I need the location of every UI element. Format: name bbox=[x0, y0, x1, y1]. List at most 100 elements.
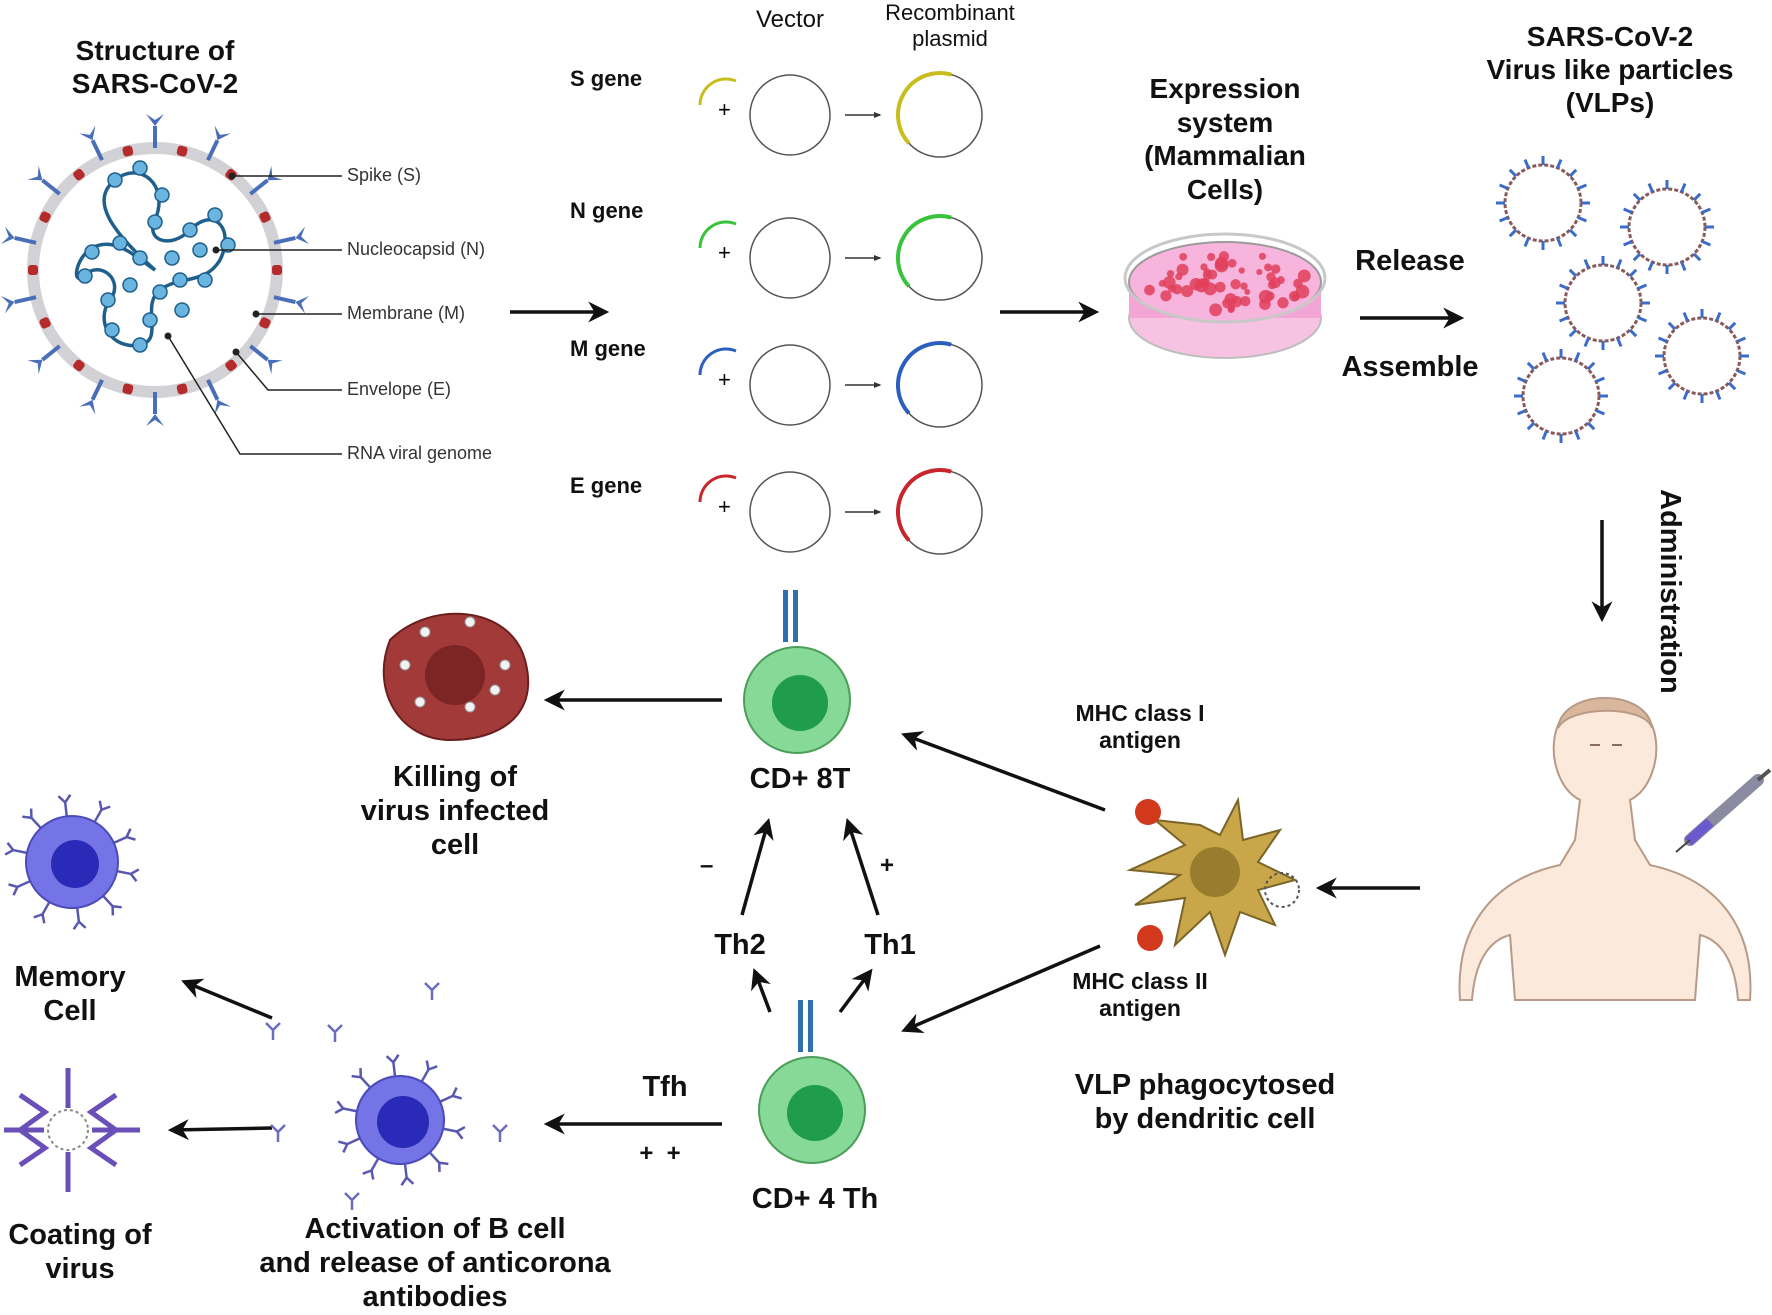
vlp-spike bbox=[1508, 168, 1518, 178]
vector-plasmid bbox=[749, 344, 831, 426]
vlp-spike bbox=[1736, 336, 1746, 343]
vlp-spike bbox=[1623, 207, 1633, 214]
vlp-spike bbox=[1517, 376, 1527, 383]
vlp-spike bbox=[1586, 421, 1596, 431]
colony-dot bbox=[1238, 267, 1245, 274]
vlp-phagocytosed-label: VLP phagocytosed by dendritic cell bbox=[1074, 1069, 1336, 1136]
colony-dot bbox=[1203, 282, 1217, 296]
spike-protein bbox=[206, 379, 231, 415]
vector-plasmid bbox=[749, 217, 831, 299]
label-rna-genome: RNA viral genome bbox=[347, 443, 493, 463]
antibody-stem bbox=[359, 1076, 372, 1089]
spike-protein bbox=[27, 344, 61, 375]
human-figure bbox=[1458, 696, 1752, 1001]
colony-dot bbox=[1291, 292, 1300, 301]
vlp-spike bbox=[1623, 240, 1633, 247]
membrane-protein bbox=[176, 383, 188, 395]
label-nucleocapsid: Nucleocapsid (N) bbox=[347, 239, 486, 259]
nucleocapsid-dot bbox=[100, 292, 116, 308]
vlp-spike bbox=[1559, 316, 1569, 323]
colony-dot bbox=[1166, 270, 1175, 278]
colony-dot bbox=[1227, 305, 1235, 314]
colony-dot bbox=[1207, 252, 1216, 262]
free-antibody bbox=[344, 1192, 360, 1210]
antibody-stem bbox=[392, 1062, 397, 1077]
colony-dot bbox=[1224, 293, 1237, 306]
expression-title: Expression system (Mammalian Cells) bbox=[1144, 73, 1306, 205]
gene-fragment bbox=[698, 220, 737, 249]
vlp-spike bbox=[1517, 409, 1527, 416]
colony-dot bbox=[1271, 264, 1281, 274]
colony-dot bbox=[1258, 252, 1267, 260]
label-spike: Spike (S) bbox=[347, 165, 422, 185]
vlps-title: SARS-CoV-2 Virus like particles (VLPs) bbox=[1486, 21, 1734, 119]
vlp-spike bbox=[1577, 216, 1587, 223]
antibody-stem bbox=[420, 1068, 430, 1083]
cell-colonies bbox=[1144, 251, 1311, 317]
colony-dot bbox=[1176, 263, 1189, 276]
virus-spikes bbox=[0, 114, 310, 426]
vlp-spike bbox=[1637, 283, 1647, 290]
colony-dot bbox=[1202, 270, 1213, 281]
vlp-spike bbox=[1727, 321, 1737, 331]
nucleocapsid-dot bbox=[172, 272, 188, 288]
colony-dot bbox=[1277, 297, 1289, 309]
b-cell-nucleus bbox=[51, 840, 99, 888]
plus-sign: + bbox=[718, 494, 731, 519]
vlp-spike bbox=[1568, 228, 1578, 238]
th2-label: Th2 bbox=[714, 929, 766, 961]
antibody-stem bbox=[346, 1137, 361, 1146]
nucleocapsid-dot bbox=[220, 237, 236, 253]
colony-dot bbox=[1297, 269, 1311, 283]
vlp-spike bbox=[1577, 183, 1587, 190]
arrow-bcell-to-memory bbox=[181, 978, 273, 1020]
virus-membrane-proteins bbox=[28, 145, 282, 395]
vlp-spike bbox=[1526, 361, 1536, 371]
plus-sign: + bbox=[718, 240, 731, 265]
activated-b-cell bbox=[334, 1054, 466, 1186]
vlp-spike bbox=[1736, 369, 1746, 376]
membrane-protein bbox=[122, 145, 134, 157]
membrane-protein bbox=[73, 168, 85, 181]
antibody-stem bbox=[63, 802, 69, 817]
inserted-gene bbox=[896, 71, 952, 145]
vlp-shell bbox=[1563, 263, 1643, 343]
vlp-spike bbox=[1715, 312, 1722, 322]
nucleocapsid-dot bbox=[132, 250, 148, 266]
spike-protein bbox=[206, 125, 231, 161]
structure-title: Structure of SARS-CoV-2 bbox=[71, 35, 239, 100]
antibody-arms bbox=[33, 912, 46, 924]
colony-dot bbox=[1209, 303, 1223, 317]
vlp-spike bbox=[1682, 312, 1689, 322]
membrane-protein bbox=[39, 317, 51, 329]
vlp-spike bbox=[1658, 336, 1668, 343]
free-antibody bbox=[492, 1124, 508, 1142]
antibody-stem bbox=[102, 895, 114, 908]
vlp-spike bbox=[1595, 376, 1605, 383]
spike-protein bbox=[249, 165, 283, 196]
petri-dish bbox=[1123, 232, 1327, 359]
colony-dot bbox=[1264, 263, 1272, 272]
b-cells bbox=[4, 794, 508, 1210]
gene-fragment bbox=[698, 474, 737, 503]
vlp-spike bbox=[1595, 409, 1605, 416]
vlp-spike bbox=[1574, 430, 1581, 440]
antibody-arms bbox=[111, 904, 122, 916]
antibody-stem bbox=[439, 1094, 454, 1103]
vlp-spike bbox=[1574, 352, 1581, 362]
antibody-stem bbox=[116, 869, 132, 876]
plasmid-row: + bbox=[698, 214, 983, 301]
vlp-spike bbox=[1541, 352, 1548, 362]
structure-leader-lines bbox=[167, 175, 342, 455]
inserted-gene bbox=[896, 468, 952, 542]
colony-dot bbox=[1179, 252, 1188, 261]
th1-label: Th1 bbox=[864, 929, 916, 961]
vlp-spike bbox=[1556, 159, 1563, 169]
antibody-coated-virus bbox=[4, 1068, 140, 1192]
coating-label: Coating of virus bbox=[8, 1219, 152, 1286]
vlp-spike bbox=[1616, 337, 1623, 347]
arrow-dc-to-cd4 bbox=[901, 944, 1101, 1033]
gene-label-n: N gene bbox=[570, 198, 644, 223]
arrow-th1-to-cd8 bbox=[843, 818, 880, 916]
membrane-protein bbox=[259, 317, 271, 329]
